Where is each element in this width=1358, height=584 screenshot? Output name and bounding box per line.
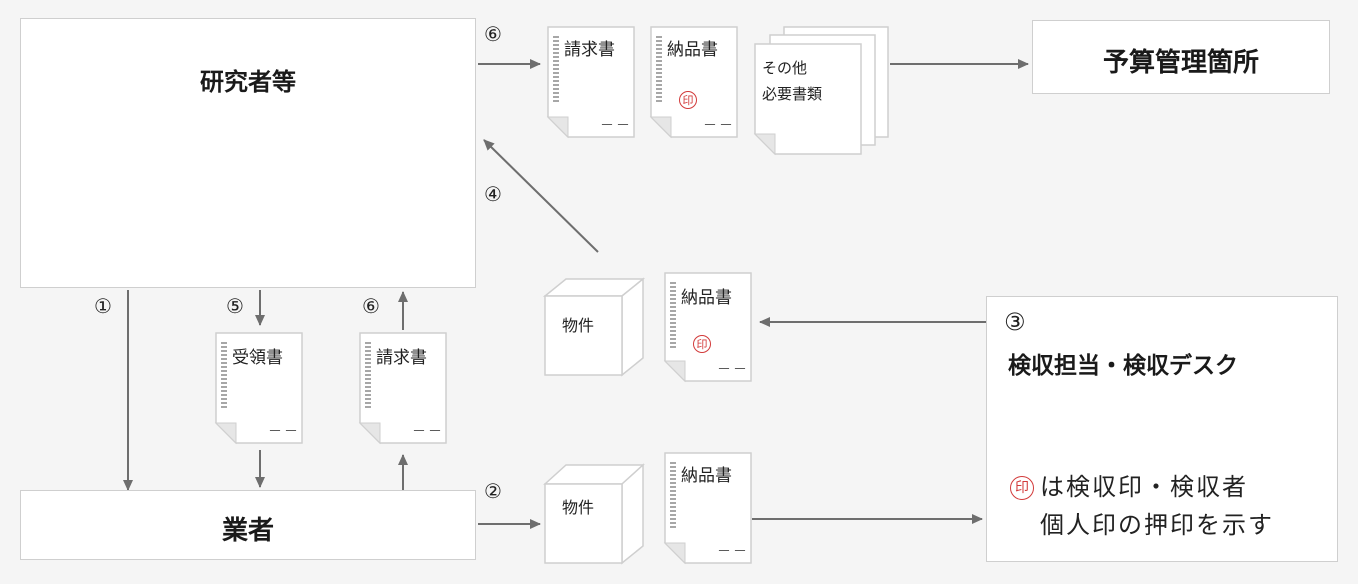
seal-icon: 印 (679, 91, 697, 109)
goods-cube-bottom (543, 463, 645, 565)
doc-label: 請求書 (564, 40, 615, 60)
step-4: ④ (484, 182, 502, 206)
step-1: ① (94, 294, 112, 318)
inspection-title: 検収担当・検収デスク (1008, 353, 1238, 379)
doc-label: 受領書 (232, 348, 283, 368)
step-6-top: ⑥ (484, 22, 502, 46)
doc-shape-top-invoice (547, 26, 635, 138)
doc-shape-mid-delivery (664, 272, 752, 382)
budget-box (1032, 20, 1330, 94)
budget-title: 予算管理箇所 (1102, 48, 1259, 78)
doc-receipt: 受領書 －－ (216, 333, 302, 443)
doc-mid-invoice: 請求書 －－ (360, 333, 446, 443)
researcher-box (20, 18, 476, 288)
doc-label: 納品書 (681, 466, 732, 486)
doc-stack-front (754, 43, 862, 155)
doc-shape-top-delivery (650, 26, 738, 138)
doc-mid-delivery: 納品書 印 －－ (665, 273, 751, 381)
doc-top-invoice: 請求書 －－ (548, 27, 634, 137)
goods-cube-mid (542, 277, 646, 377)
step-2: ② (484, 479, 502, 503)
vendor-box (20, 490, 476, 560)
inspection-box (986, 296, 1338, 562)
legend-line1: は検収印・検収者 (1040, 473, 1248, 501)
seal-icon: 印 (693, 335, 711, 353)
legend-seal-icon: 印 (1010, 476, 1034, 500)
doc-shape-receipt (215, 332, 303, 444)
doc-dash: －－ (600, 118, 632, 134)
step-5: ⑤ (226, 294, 244, 318)
doc-label: 納品書 (681, 288, 732, 308)
goods-label-bottom: 物件 (562, 498, 595, 517)
doc-dash: －－ (717, 544, 749, 560)
researcher-title: 研究者等 (200, 68, 296, 96)
other-docs-line1: その他 (762, 59, 808, 77)
goods-label-mid: 物件 (562, 316, 595, 335)
inspection-step-number: ③ (1004, 308, 1026, 336)
legend-line2: 個人印の押印を示す (1040, 511, 1274, 539)
doc-dash: －－ (717, 362, 749, 378)
doc-dash: －－ (703, 118, 735, 134)
other-docs-line2: 必要書類 (762, 85, 823, 103)
doc-label: 請求書 (376, 348, 427, 368)
step-6-mid: ⑥ (362, 294, 380, 318)
arrow-goods-to-researcher (483, 139, 599, 253)
vendor-title: 業者 (221, 516, 274, 546)
doc-dash: －－ (412, 424, 444, 440)
doc-shape-mid-invoice (359, 332, 447, 444)
doc-shape-bottom-delivery (664, 452, 752, 564)
doc-bottom-delivery: 納品書 －－ (665, 453, 751, 563)
doc-label: 納品書 (667, 40, 718, 60)
doc-dash: －－ (268, 424, 300, 440)
doc-top-delivery: 納品書 印 －－ (651, 27, 737, 137)
